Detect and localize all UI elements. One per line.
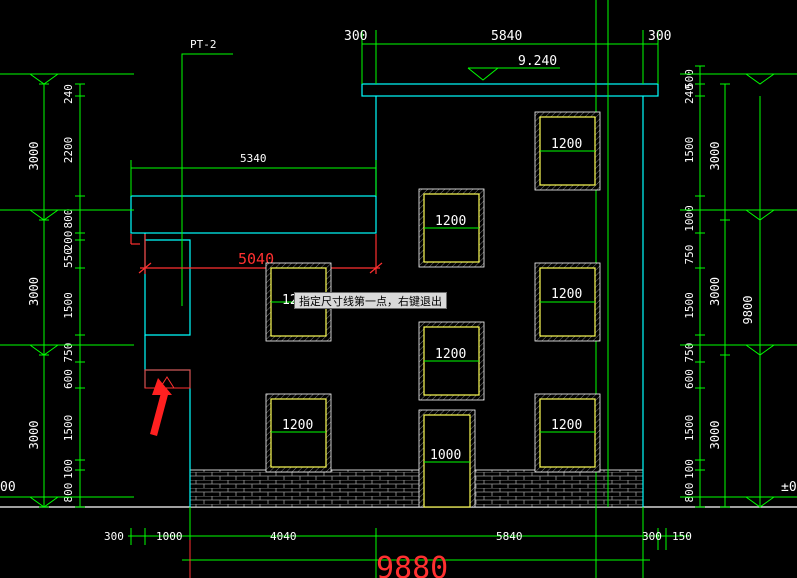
left-inner-dim-label: 800: [62, 483, 75, 503]
left-outer-dim-label: 3000: [27, 142, 41, 171]
left-inner-dim-label: 100: [62, 459, 75, 479]
right-inner-dim-label: 600: [683, 369, 696, 389]
right-level-marker: [745, 496, 775, 508]
elevation-marker: [467, 67, 560, 81]
right-level-marker: [745, 73, 775, 85]
right-level-marker: [745, 209, 775, 221]
window-label-r1: 1200: [551, 137, 582, 152]
window-label-partial: 12: [282, 293, 298, 308]
left-inner-dim-label: 550: [62, 248, 75, 268]
window-label-l-bot: 1200: [282, 418, 313, 433]
window-label-c-top: 1200: [435, 214, 466, 229]
window-l-bot: [265, 393, 332, 473]
left-level-marker: [29, 344, 59, 356]
red-arrow-annotation[interactable]: [150, 378, 172, 436]
window-label-r3: 1200: [551, 418, 582, 433]
left-zero-label: 00: [0, 480, 16, 495]
elevation-9240: 9.240: [518, 54, 557, 69]
left-inner-dim-label: 200: [62, 231, 75, 251]
right-total-label: 9800: [741, 296, 755, 325]
left-inner-dim-label: 800: [62, 209, 75, 229]
top-dim-300-left: 300: [344, 29, 367, 44]
window-c-top: [418, 188, 485, 268]
left-inner-dim-label: 2200: [62, 137, 75, 164]
window-r2: [534, 262, 601, 342]
door: [418, 409, 476, 508]
left-level-marker: [29, 73, 59, 85]
right-mid-dim-label: 3000: [708, 142, 722, 171]
left-level-marker: [29, 496, 59, 508]
window-c-mid: [418, 321, 485, 401]
bottom-dim-9880: 9880: [376, 551, 448, 578]
left-inner-dim-label: 240: [62, 84, 75, 104]
active-dimension: [130, 234, 383, 274]
command-tooltip: 指定尺寸线第一点，右键退出: [294, 292, 447, 309]
left-outer-dim-label: 3000: [27, 277, 41, 306]
right-mid-dim-label: 3000: [708, 277, 722, 306]
right-level-marker: [745, 344, 775, 356]
bottom-dim-150: 150: [672, 530, 692, 543]
roof-parapet: [361, 83, 659, 97]
left-inner-dim-label: 1500: [62, 292, 75, 319]
right-inner-dim-label: 1500: [683, 137, 696, 164]
left-level-marker: [29, 209, 59, 221]
right-inner-dim-label: 750: [683, 343, 696, 363]
right-mid-dim-label: 3000: [708, 421, 722, 450]
building-outline: [130, 83, 659, 507]
right-inner-dim-label: 800: [683, 483, 696, 503]
left-outer-dim-label: 3000: [27, 421, 41, 450]
right-inner-dim-label: 1500: [683, 415, 696, 442]
bottom-dim-5840: 5840: [496, 530, 523, 543]
pt-label: PT-2: [190, 38, 217, 51]
bottom-dim-300-right: 300: [642, 530, 662, 543]
brick-plinth: [189, 469, 644, 508]
right-inner-dim-label: 1500: [683, 292, 696, 319]
bottom-dim-4040: 4040: [270, 530, 297, 543]
bottom-dim-300: 300: [104, 530, 124, 543]
door-label: 1000: [430, 448, 461, 463]
dim-5340: 5340: [240, 152, 267, 165]
window-label-r2: 1200: [551, 287, 582, 302]
top-dim-300-right: 300: [648, 29, 671, 44]
red-marker-box: [144, 369, 191, 389]
left-inner-dim-label: 1500: [62, 415, 75, 442]
right-zero-label: ±0: [781, 480, 797, 495]
right-inner-dim-label: 1000: [683, 205, 696, 232]
right-dimension-chain: 5002401500100075015007506001500100800300…: [680, 65, 797, 508]
right-inner-dim-label: 750: [683, 245, 696, 265]
window-r1: [534, 111, 601, 191]
window-label-c-mid: 1200: [435, 347, 466, 362]
top-dimension: [361, 30, 659, 84]
canopy-dimension: [130, 160, 377, 306]
left-inner-dim-label: 600: [62, 369, 75, 389]
canopy-slab: [130, 195, 377, 234]
bottom-dim-1000: 1000: [156, 530, 183, 543]
right-inner-dim-label: 240: [683, 84, 696, 104]
dim-5040: 5040: [238, 250, 274, 268]
left-inner-dim-label: 750: [62, 343, 75, 363]
top-dim-5840: 5840: [491, 29, 522, 44]
right-inner-dim-label: 100: [683, 459, 696, 479]
window-r3: [534, 393, 601, 473]
